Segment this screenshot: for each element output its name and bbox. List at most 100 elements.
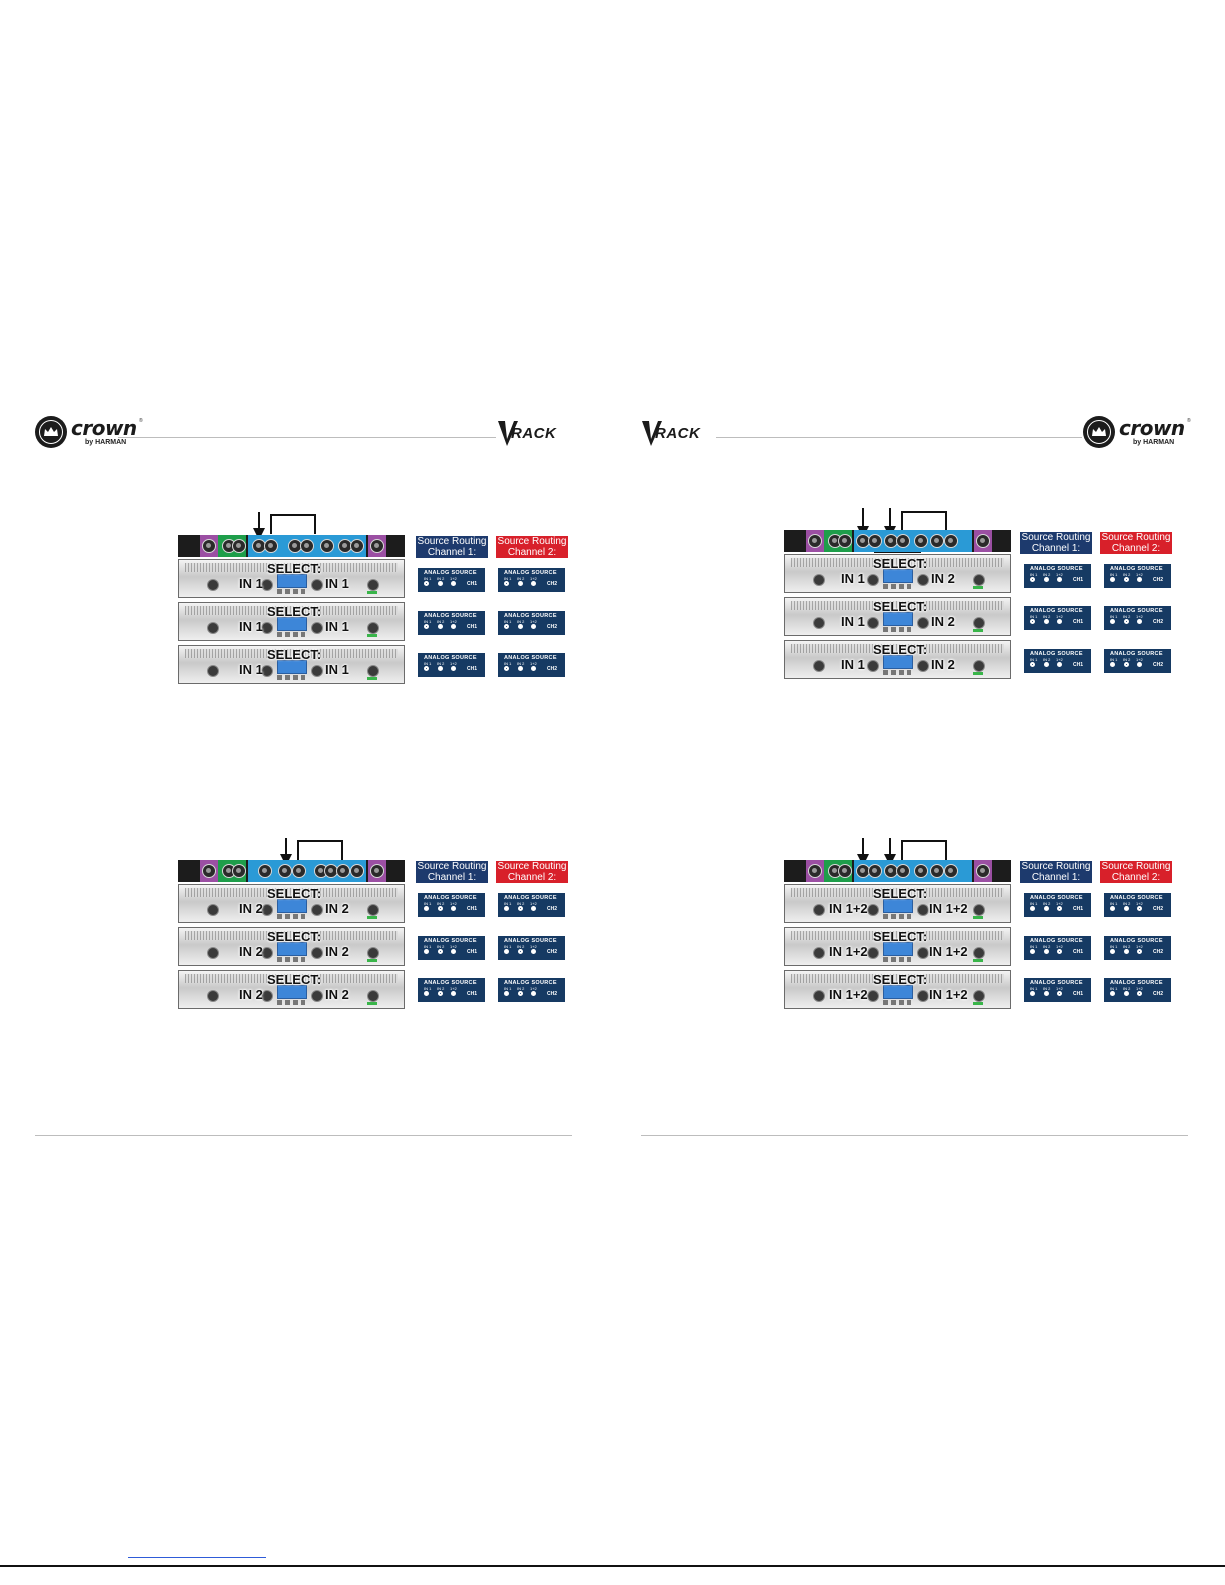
routing-ch1-label: Source Routing Channel 1: <box>1020 861 1092 883</box>
xlr-jack[interactable] <box>868 864 882 878</box>
diagram-in1-in2: SELECT: IN 1 IN 2 SELECT: IN 1 IN 2 SELE… <box>784 508 1184 688</box>
input-label-right: IN 2 <box>931 571 955 586</box>
xlr-jack[interactable] <box>370 864 384 878</box>
xlr-jack[interactable] <box>350 539 364 553</box>
xlr-jack[interactable] <box>278 864 292 878</box>
xlr-jack[interactable] <box>914 864 928 878</box>
xlr-jack[interactable] <box>896 534 910 548</box>
vrack-logo: RACK <box>642 419 716 447</box>
input-label-left: IN 1 <box>239 576 263 591</box>
left-page: crown ® by HARMAN RACK <box>0 0 612 1585</box>
xlr-jack[interactable] <box>930 534 944 548</box>
routing-ch1-label: Source Routing Channel 1: <box>1020 532 1092 554</box>
rack-panel <box>784 860 1011 882</box>
xlr-jack[interactable] <box>320 539 334 553</box>
v-mark-icon <box>498 421 518 446</box>
xlr-jack[interactable] <box>884 864 898 878</box>
xlr-jack[interactable] <box>976 534 990 548</box>
select-label: SELECT: <box>267 604 322 619</box>
xlr-jack[interactable] <box>292 864 306 878</box>
routing-ch2-label: Source Routing Channel 2: <box>1100 861 1172 883</box>
xlr-jack[interactable] <box>324 864 338 878</box>
xlr-jack[interactable] <box>944 534 958 548</box>
footer-rule <box>35 1135 572 1136</box>
input-label-left: IN 2 <box>239 987 263 1002</box>
crown-wordmark: crown <box>71 416 137 440</box>
xlr-jack[interactable] <box>370 539 384 553</box>
select-label: SELECT: <box>873 642 928 657</box>
signal-arrows <box>253 512 316 538</box>
xlr-jack[interactable] <box>838 534 852 548</box>
crown-badge-icon <box>35 416 67 448</box>
input-label-left: IN 1 <box>239 662 263 677</box>
routing-ch2-label: Source Routing Channel 2: <box>1100 532 1172 554</box>
vrack-wordmark: RACK <box>511 425 557 442</box>
xlr-jack[interactable] <box>856 864 870 878</box>
xlr-jack[interactable] <box>232 539 246 553</box>
input-label-left: IN 1 <box>841 657 865 672</box>
amplifier-unit: SELECT: IN 2 IN 2 <box>178 970 405 1009</box>
input-label-left: IN 1 <box>841 571 865 586</box>
select-label: SELECT: <box>873 556 928 571</box>
signal-arrows <box>280 838 343 864</box>
xlr-jack[interactable] <box>232 864 246 878</box>
input-label-right: IN 2 <box>931 657 955 672</box>
input-label-right: IN 1+2 <box>929 901 968 916</box>
xlr-jack[interactable] <box>264 539 278 553</box>
rack-panel <box>178 860 405 882</box>
xlr-jack[interactable] <box>838 864 852 878</box>
crown-by-harman: by HARMAN <box>85 439 127 446</box>
xlr-jack[interactable] <box>976 864 990 878</box>
routing-ch2-label: Source Routing Channel 2: <box>496 536 568 558</box>
xlr-jack[interactable] <box>258 864 272 878</box>
vrack-wordmark: RACK <box>655 425 701 442</box>
footer-link-underline[interactable] <box>128 1557 266 1558</box>
xlr-jack[interactable] <box>300 539 314 553</box>
diagram-in12-in12: SELECT: IN 1+2 IN 1+2 SELECT: IN 1+2 IN … <box>784 838 1184 1018</box>
xlr-jack[interactable] <box>868 534 882 548</box>
amplifier-unit: SELECT: IN 1 IN 1 <box>178 559 405 598</box>
xlr-jack[interactable] <box>202 539 216 553</box>
diagram-in2-in2: SELECT: IN 2 IN 2 SELECT: IN 2 IN 2 SELE… <box>178 838 578 1018</box>
select-label: SELECT: <box>267 972 322 987</box>
input-label-right: IN 1+2 <box>929 944 968 959</box>
diagram-in1-in1: SELECT: IN 1 IN 1 SELECT: IN 1 IN 1 SELE… <box>178 512 578 692</box>
xlr-jack[interactable] <box>350 864 364 878</box>
routing-ch2-label: Source Routing Channel 2: <box>496 861 568 883</box>
xlr-jack[interactable] <box>202 864 216 878</box>
amplifier-unit: SELECT: IN 1+2 IN 1+2 <box>784 884 1011 923</box>
amplifier-unit: SELECT: IN 1+2 IN 1+2 <box>784 927 1011 966</box>
amplifier-unit: SELECT: IN 1 IN 1 <box>178 602 405 641</box>
xlr-jack[interactable] <box>930 864 944 878</box>
xlr-jack[interactable] <box>808 534 822 548</box>
xlr-jack[interactable] <box>914 534 928 548</box>
amplifier-unit: SELECT: IN 2 IN 2 <box>178 884 405 923</box>
crown-wordmark: crown <box>1119 416 1185 440</box>
input-label-left: IN 1+2 <box>829 901 868 916</box>
xlr-jack[interactable] <box>808 864 822 878</box>
bottom-border <box>0 1565 1225 1567</box>
input-label-right: IN 1 <box>325 576 349 591</box>
crown-logo: crown ® by HARMAN <box>1083 414 1195 450</box>
input-label-left: IN 2 <box>239 944 263 959</box>
xlr-jack[interactable] <box>944 864 958 878</box>
input-label-left: IN 1 <box>239 619 263 634</box>
select-label: SELECT: <box>873 929 928 944</box>
xlr-jack[interactable] <box>336 864 350 878</box>
xlr-jack[interactable] <box>896 864 910 878</box>
